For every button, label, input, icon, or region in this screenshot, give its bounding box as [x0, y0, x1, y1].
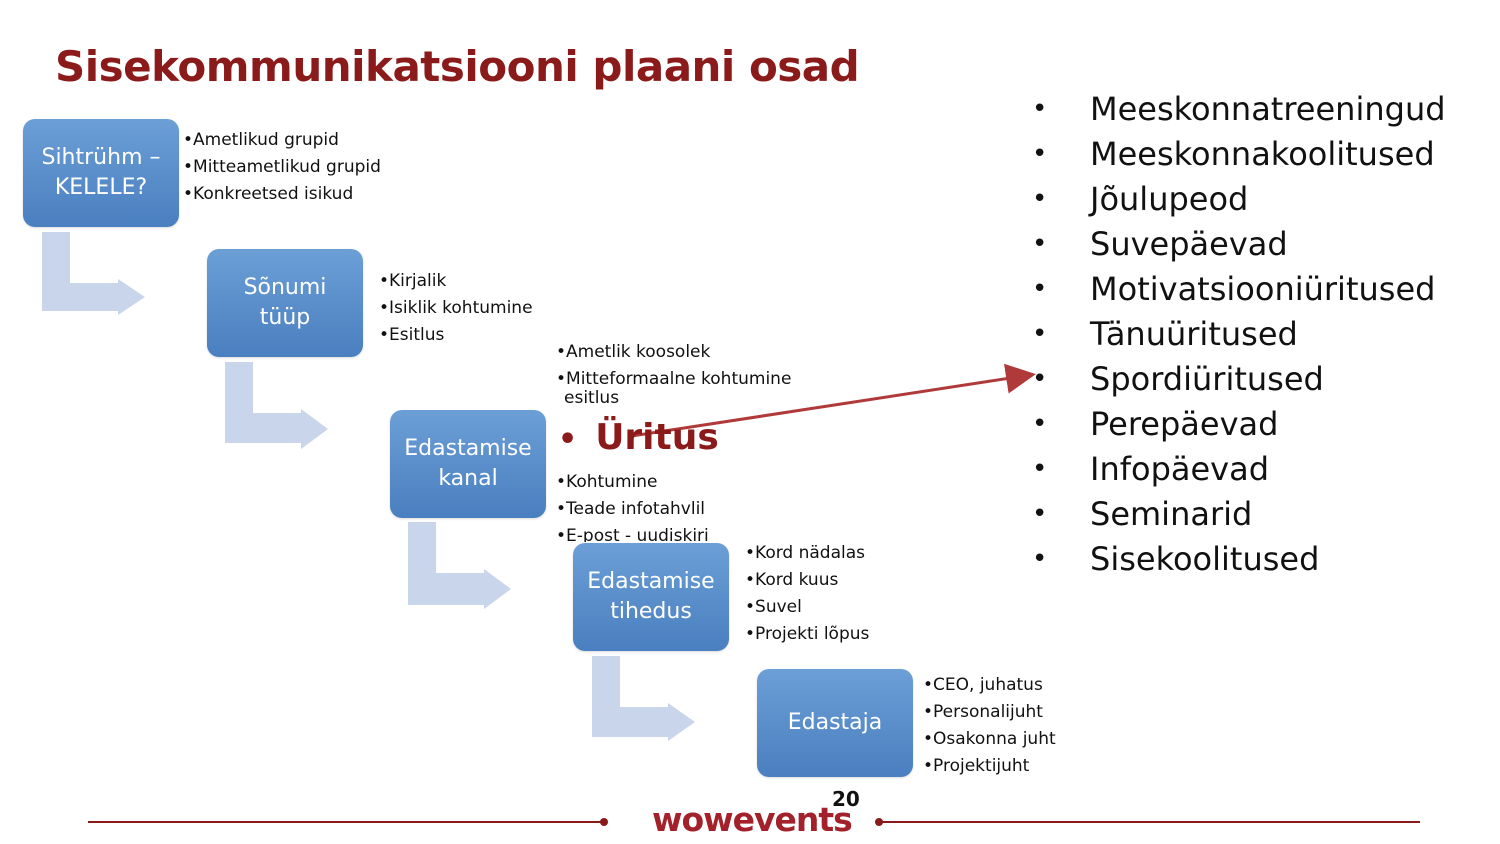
- event-type-label: Infopäevad: [1090, 449, 1270, 488]
- footer-divider-right: [879, 821, 1420, 823]
- event-type-item: • Infopäevad: [1032, 446, 1446, 491]
- step-box-channel: Edastamise kanal: [390, 410, 546, 518]
- step-box-label: KELELE?: [54, 175, 148, 200]
- step-box-label: Sihtrühm –: [41, 145, 161, 170]
- bullet-dot: •: [1032, 138, 1048, 169]
- bullet-item-continuation: esitlus: [564, 388, 620, 408]
- event-type-label: Tänuüritused: [1090, 314, 1298, 353]
- event-pointer-arrow: [631, 363, 1036, 438]
- bullet-item: •Mitteametlikud grupid: [183, 157, 381, 177]
- bullet-item: •Suvel: [745, 597, 802, 617]
- event-type-item: • Spordiüritused: [1032, 356, 1446, 401]
- wowevents-logo: wowevents: [652, 800, 853, 839]
- bullet-item: •Isiklik kohtumine: [379, 298, 533, 318]
- step-box-label: tihedus: [610, 599, 692, 624]
- step-bullets-sender: •CEO, juhatus •Personalijuht •Osakonna j…: [923, 672, 1056, 780]
- bullet-item: •Kohtumine: [556, 472, 658, 492]
- event-type-label: Spordiüritused: [1090, 359, 1324, 398]
- event-type-label: Meeskonnakoolitused: [1090, 134, 1435, 173]
- event-type-label: Jõulupeod: [1090, 179, 1249, 218]
- bullet-dot: •: [1032, 273, 1048, 304]
- step-bullets-target-group: •Ametlikud grupid •Mitteametlikud grupid…: [183, 127, 381, 208]
- bullet-item: •Kord nädalas: [745, 543, 866, 563]
- bullet-item: •Konkreetsed isikud: [183, 184, 354, 204]
- step-box-label: kanal: [438, 466, 498, 491]
- event-type-item: • Meeskonnatreeningud: [1032, 86, 1446, 131]
- event-type-label: Seminarid: [1090, 494, 1253, 533]
- event-type-label: Suvepäevad: [1090, 224, 1288, 263]
- event-type-label: Perepäevad: [1090, 404, 1279, 443]
- bullet-item: •Personalijuht: [923, 702, 1043, 722]
- slide-title: Sisekommunikatsiooni plaani osad: [55, 42, 860, 91]
- step-bullets-frequency: •Kord nädalas •Kord kuus •Suvel •Projekt…: [745, 540, 869, 648]
- bullet-dot: •: [1032, 228, 1048, 259]
- step-box-label: Edastamise: [404, 436, 532, 461]
- bullet-dot: •: [1032, 543, 1048, 574]
- bullet-item: •Projekti lõpus: [745, 624, 870, 644]
- bullet-item: •Ametlikud grupid: [183, 130, 339, 150]
- bullet-dot: •: [1032, 408, 1048, 439]
- step-box-message-type: Sõnumi tüüp: [207, 249, 363, 357]
- event-type-label: Meeskonnatreeningud: [1090, 89, 1446, 128]
- bullet-dot: •: [1032, 318, 1048, 349]
- bullet-item: •Projektijuht: [923, 756, 1030, 776]
- event-type-item: • Seminarid: [1032, 491, 1446, 536]
- connector-arrow-3: [408, 522, 511, 609]
- connector-arrow-2: [225, 362, 328, 449]
- step-box-label: Edastamise: [587, 569, 715, 594]
- event-type-item: • Jõulupeod: [1032, 176, 1446, 221]
- bullet-item: •CEO, juhatus: [923, 675, 1043, 695]
- event-type-label: Sisekoolitused: [1090, 539, 1320, 578]
- event-bullet-dot: •: [558, 422, 578, 457]
- bullet-item: •Kord kuus: [745, 570, 839, 590]
- step-box-frequency: Edastamise tihedus: [573, 543, 729, 651]
- bullet-dot: •: [1032, 363, 1048, 394]
- bullet-dot: •: [1032, 453, 1048, 484]
- bullet-item: •Mitteformaalne kohtumine: [556, 369, 792, 389]
- step-box-target-group: Sihtrühm – KELELE?: [23, 119, 179, 227]
- page-number: 20: [832, 787, 860, 811]
- footer-dot-left: [600, 818, 608, 826]
- step-bullets-message-type: •Kirjalik •Isiklik kohtumine •Esitlus: [379, 268, 533, 349]
- step-bullets-channel-above: •Ametlik koosolek •Mitteformaalne kohtum…: [556, 339, 791, 408]
- event-type-item: • Tänuüritused: [1032, 311, 1446, 356]
- event-bullet: • Üritus: [558, 417, 719, 458]
- connector-arrow-4: [592, 656, 695, 741]
- bullet-item: •Kirjalik: [379, 271, 447, 291]
- bullet-item: •Ametlik koosolek: [556, 342, 711, 362]
- event-label: Üritus: [595, 417, 719, 458]
- step-box-label: Sõnumi: [243, 275, 327, 300]
- bullet-item: •E-post - uudiskiri: [556, 526, 709, 542]
- event-type-item: • Meeskonnakoolitused: [1032, 131, 1446, 176]
- event-type-item: • Suvepäevad: [1032, 221, 1446, 266]
- bullet-dot: •: [1032, 183, 1048, 214]
- step-box-label: Edastaja: [787, 710, 883, 735]
- bullet-item: •Teade infotahvlil: [556, 499, 706, 519]
- bullet-item: •Esitlus: [379, 325, 445, 345]
- event-type-item: • Perepäevad: [1032, 401, 1446, 446]
- bullet-item: •Osakonna juht: [923, 729, 1056, 749]
- connector-arrow-1: [42, 232, 145, 315]
- event-type-item: • Motivatsiooniüritused: [1032, 266, 1446, 311]
- step-box-label: tüüp: [259, 305, 311, 330]
- bullet-dot: •: [1032, 498, 1048, 529]
- event-type-item: • Sisekoolitused: [1032, 536, 1446, 581]
- event-type-label: Motivatsiooniüritused: [1090, 269, 1436, 308]
- event-types-list: • Meeskonnatreeningud • Meeskonnakoolituse…: [1032, 86, 1446, 581]
- footer-divider-left: [88, 821, 604, 823]
- step-bullets-channel-below: •Kohtumine •Teade infotahvlil •E-post - …: [556, 469, 709, 542]
- bullet-dot: •: [1032, 93, 1048, 124]
- step-box-sender: Edastaja: [757, 669, 913, 777]
